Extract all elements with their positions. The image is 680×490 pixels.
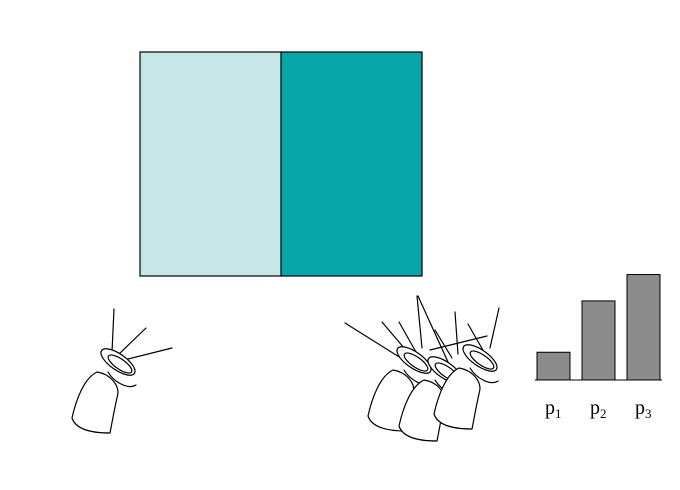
single-camera xyxy=(71,308,173,434)
left-panel xyxy=(140,52,281,276)
camera-group xyxy=(344,295,502,442)
bar-label-p1: p1 xyxy=(545,397,562,421)
camera-icon xyxy=(71,343,140,434)
bar-p2 xyxy=(581,300,616,381)
right-panel xyxy=(281,52,422,276)
bar-label-p2: p2 xyxy=(590,397,607,421)
bar-p3 xyxy=(626,274,661,381)
view-rays xyxy=(111,308,173,361)
split-panel xyxy=(139,51,423,277)
bar-labels: p1 p2 p3 xyxy=(545,397,652,421)
bar-label-p3: p3 xyxy=(635,397,652,421)
bars xyxy=(536,274,661,381)
view-rays xyxy=(344,295,500,363)
bar-chart: p1 p2 p3 xyxy=(535,274,662,421)
bar-p1 xyxy=(536,351,571,381)
